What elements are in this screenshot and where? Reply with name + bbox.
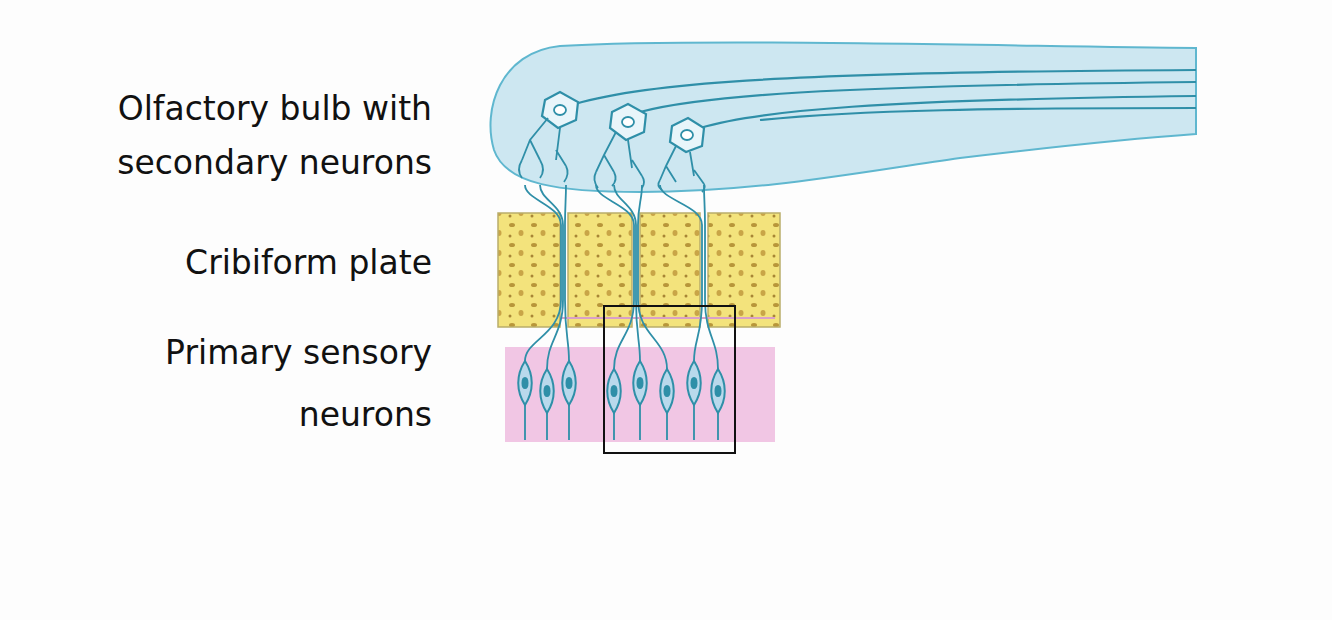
neuron-body [562, 361, 576, 405]
zoom-box [604, 306, 735, 453]
neuron-body [607, 369, 621, 413]
axon [596, 185, 634, 440]
dendrites-glomeruli [519, 118, 705, 192]
axon [660, 185, 702, 440]
tract-fibers [575, 70, 1196, 128]
axon [565, 185, 569, 440]
axon [704, 185, 718, 440]
part-label: Olfactory bulb with secondary neurons [40, 82, 432, 190]
neuron-body [633, 361, 647, 405]
neuron-body [660, 369, 674, 413]
neuron-body [711, 369, 725, 413]
neuron-body [540, 369, 554, 413]
mitral-cells [542, 92, 704, 152]
neuron-body [518, 361, 532, 405]
part-label: Cribiform plate [40, 240, 432, 286]
part-label: Primary sensory neurons [40, 322, 432, 446]
neuron-body [687, 361, 701, 405]
axon [540, 185, 563, 440]
axon [614, 185, 640, 440]
olfactory-bulb [490, 43, 1196, 192]
axon [638, 185, 667, 440]
axon [525, 185, 561, 440]
receptor-axons [525, 185, 718, 440]
